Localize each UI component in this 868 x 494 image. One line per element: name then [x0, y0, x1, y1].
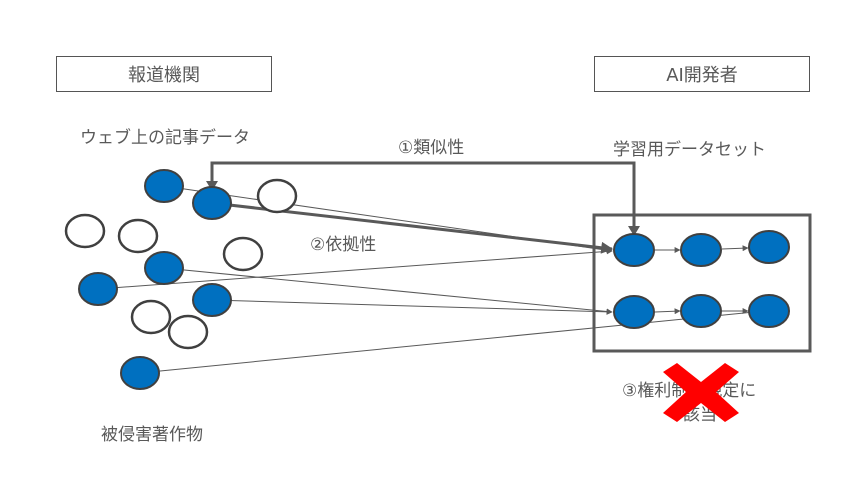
article-node [192, 186, 232, 220]
dataset-node [680, 233, 722, 267]
link-line [163, 267, 613, 315]
dataset-node [613, 233, 655, 267]
article-node [192, 283, 232, 317]
dataset-arrow [654, 308, 681, 315]
link-line [211, 299, 613, 315]
web-articles-label: ウェブ上の記事データ [80, 128, 250, 148]
link-line [139, 309, 755, 374]
cross-mark-icon [663, 363, 739, 422]
article-node [144, 169, 184, 203]
similarity-label: ①類似性 [398, 138, 465, 158]
article-node [144, 251, 184, 285]
dataset-node [748, 230, 790, 264]
article-node-empty [222, 236, 264, 272]
article-node-empty [64, 213, 106, 249]
news-org-box: 報道機関 [56, 56, 272, 92]
dataset-arrow [721, 245, 749, 252]
reliance-label: ②依拠性 [310, 235, 377, 255]
news-org-label: 報道機関 [128, 65, 200, 86]
infringing-works-label: 被侵害著作物 [101, 425, 203, 445]
article-node [78, 272, 118, 306]
training-dataset-label: 学習用データセット [613, 140, 766, 160]
similarity-arrowhead-right [628, 226, 640, 236]
article-node-empty [256, 178, 298, 214]
ai-developer-box: AI開発者 [594, 56, 810, 92]
article-node [120, 356, 160, 390]
similarity-bracket-line [210, 161, 636, 232]
dataset-node [680, 294, 722, 328]
ai-developer-label: AI開発者 [666, 65, 738, 86]
article-node-empty [167, 314, 209, 350]
dataset-container [592, 213, 812, 353]
dataset-node [613, 295, 655, 329]
article-node-empty [117, 218, 159, 254]
dataset-node [748, 294, 790, 328]
article-node-empty [130, 299, 172, 335]
link-line [97, 248, 613, 290]
